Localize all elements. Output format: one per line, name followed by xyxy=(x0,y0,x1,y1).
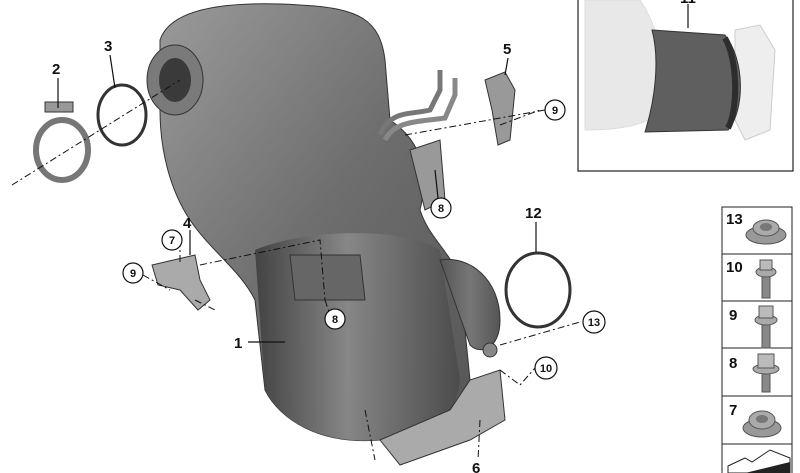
callout-4: 4 xyxy=(183,215,192,232)
callout-1: 1 xyxy=(234,335,242,352)
gasket xyxy=(504,251,572,329)
bracket xyxy=(151,254,211,311)
callout-5: 5 xyxy=(503,41,511,58)
callout-6: 6 xyxy=(472,460,480,473)
parts-list-item: 10 xyxy=(726,259,743,276)
detail-inset: 11 xyxy=(577,0,794,172)
callout-12: 12 xyxy=(525,205,542,222)
svg-text:7: 7 xyxy=(169,235,175,247)
callout-7: 7 xyxy=(161,229,183,251)
bracket xyxy=(484,71,516,146)
callout-3: 3 xyxy=(104,38,112,55)
bolt-icon xyxy=(754,305,778,349)
callout-9-top: 9 xyxy=(544,99,566,121)
callout-10: 10 xyxy=(534,356,558,380)
flange-nut-icon xyxy=(742,410,782,438)
bolt-icon xyxy=(755,259,777,299)
callout-9-left: 9 xyxy=(122,262,144,284)
callout-11: 11 xyxy=(680,0,696,7)
bracket xyxy=(379,369,506,466)
catalytic-converter xyxy=(146,3,501,442)
svg-text:9: 9 xyxy=(552,105,558,117)
callout-8-mid: 8 xyxy=(324,308,346,330)
gasket xyxy=(96,83,148,147)
svg-text:8: 8 xyxy=(332,314,338,326)
hex-bolt-icon xyxy=(752,353,780,393)
callout-8-top: 8 xyxy=(430,197,452,219)
parts-list-item: 8 xyxy=(729,355,737,372)
callout-13: 13 xyxy=(582,310,606,334)
svg-text:8: 8 xyxy=(438,203,444,215)
parts-list-item: 9 xyxy=(729,307,737,324)
flange-nut-icon xyxy=(745,219,787,245)
callout-2: 2 xyxy=(52,61,60,78)
parts-list: 13 10 9 8 7 xyxy=(721,206,793,473)
parts-list-item: 7 xyxy=(729,402,737,419)
svg-text:10: 10 xyxy=(540,363,552,375)
clamp xyxy=(33,101,91,183)
parts-list-item: 13 xyxy=(726,211,743,228)
svg-text:9: 9 xyxy=(130,268,136,280)
pipe xyxy=(377,70,443,137)
svg-text:13: 13 xyxy=(588,317,600,329)
